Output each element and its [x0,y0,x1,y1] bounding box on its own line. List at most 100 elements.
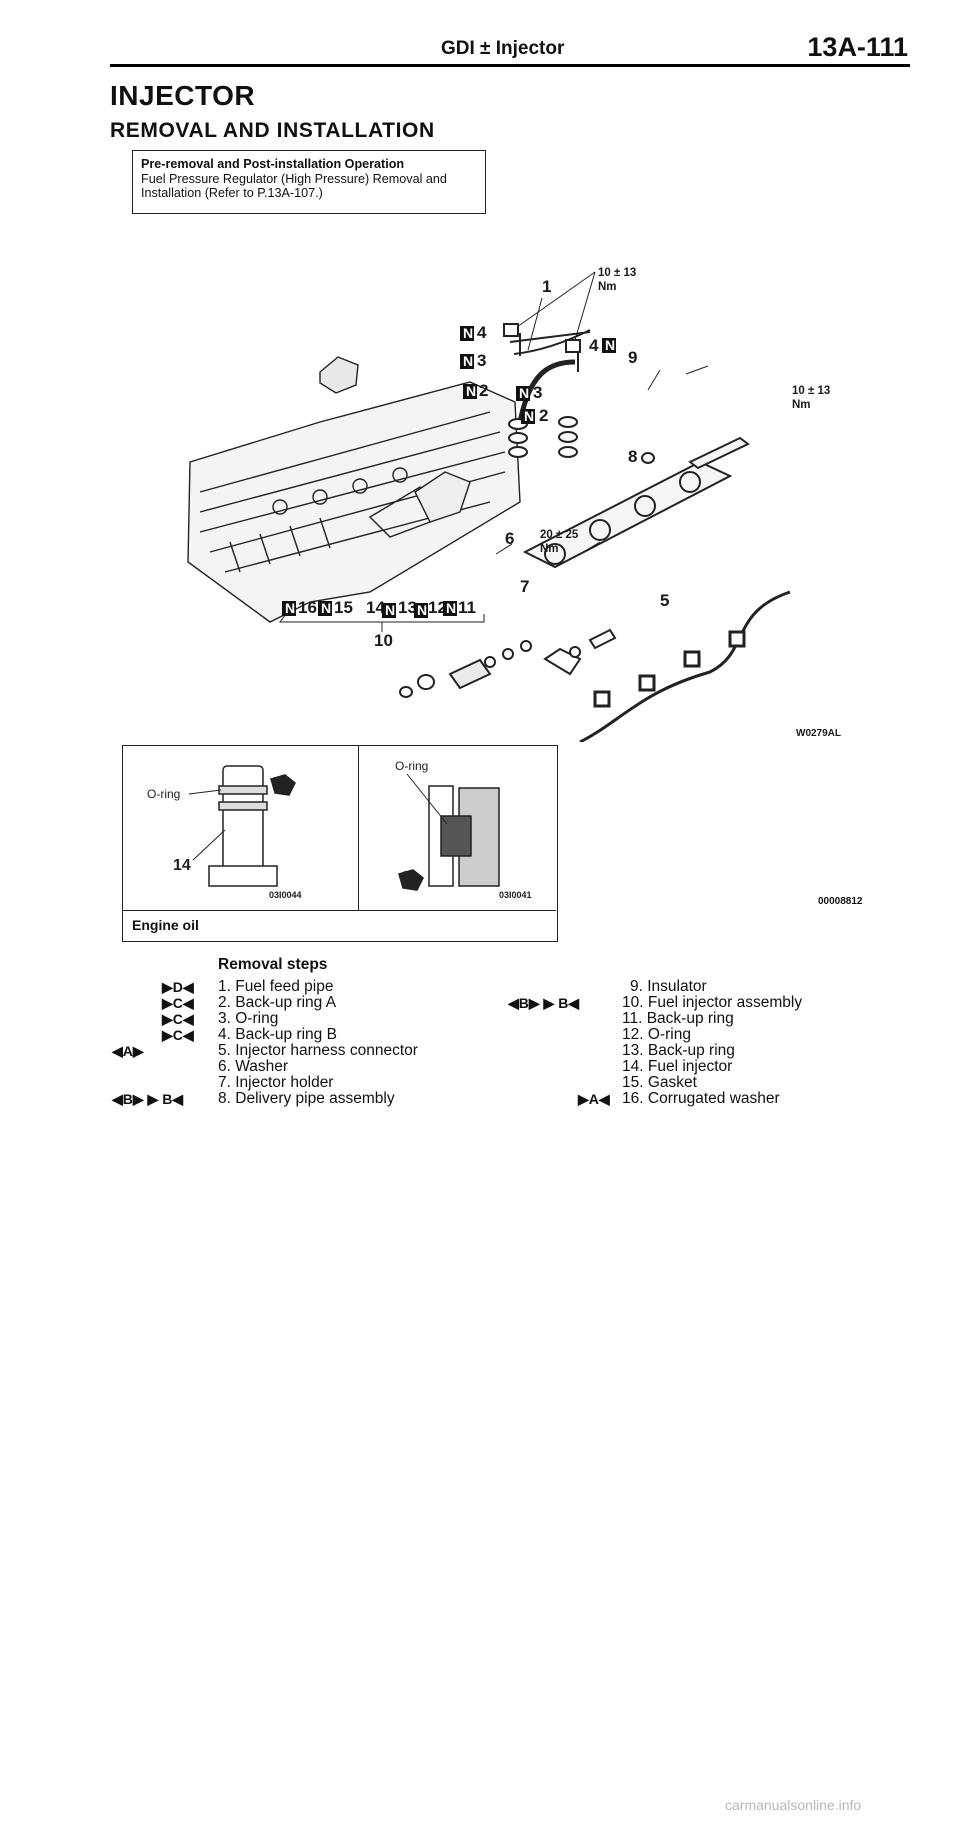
step-text: O-ring [235,1010,279,1027]
callout-12: 12 [428,598,447,617]
step-8-mark: ◀B▶ ▶ B◀ [112,1091,184,1107]
removal-steps-title: Removal steps [218,956,328,973]
header-rule [110,64,910,67]
step-3-mark: ▶C◀ [162,1011,194,1027]
inset-right-callout: 1 [401,869,410,886]
step-15: 15. Gasket [622,1075,697,1091]
inset-engine-oil-label: Engine oil [132,917,199,933]
inset-divider [358,745,359,910]
pre-removal-note-title: Pre-removal and Post-installation Operat… [141,157,405,171]
torque-spec-3-unit: Nm [540,543,559,555]
pre-removal-note-line-2: Installation (Refer to P.13A-107.) [141,186,323,200]
inset-right-pipe: O-ring 1 03I0041 [395,759,532,900]
step-6: 6. Washer [218,1059,288,1075]
step-number: 5. [218,1042,231,1059]
callout-3-right: 3 [533,383,542,402]
callout-1: 1 [542,277,551,296]
step-10: 10. Fuel injector assembly [622,995,802,1011]
callout-3-left: 3 [477,351,486,370]
callout-13: 13 [398,598,417,617]
inset-right-code: 03I0041 [499,890,532,900]
step-2-mark: ▶C◀ [162,995,194,1011]
step-11: 11. Back-up ring [622,1011,734,1027]
step-text: Injector holder [235,1074,334,1091]
n-marker-icon: N [519,385,529,401]
step-text: Back-up ring [646,1010,734,1027]
callout-5: 5 [660,591,669,610]
step-number: 1. [218,978,231,995]
step-text: Back-up ring A [235,994,337,1011]
step-13: 13. Back-up ring [622,1043,735,1059]
step-number: 11. [622,1010,643,1027]
callout-4-left: 4 [477,323,487,342]
figure-code: W0279AL [796,728,841,739]
step-text: O-ring [647,1026,691,1043]
step-text: Gasket [647,1074,697,1091]
step-5: 5. Injector harness connector [218,1043,418,1059]
callout-2-right: 2 [539,406,548,425]
step-text: Fuel injector assembly [647,994,803,1011]
callout-9: 9 [628,348,637,367]
injector-harness-drawing [579,590,791,742]
step-number: 16. [622,1090,644,1107]
step-number: 9. [630,978,643,995]
step-number: 14. [622,1058,644,1075]
callout-6: 6 [505,529,514,548]
figure-callouts: 1 4 3 2 4 3 2 9 8 6 7 5 16 15 14 13 12 1… [298,277,669,650]
callout-2-left: 2 [479,381,488,400]
n-marker-icon: N [524,408,534,424]
inset-left-injector: O-ring 14 03I0044 [147,765,302,900]
step-text: Washer [235,1058,289,1075]
n-marker-icon: N [385,602,395,618]
inset-footer-rule [122,910,556,911]
step-number: 3. [218,1010,231,1027]
step-text: Injector harness connector [235,1042,418,1059]
step-text: Back-up ring [647,1042,735,1059]
step-16: 16. Corrugated washer [622,1091,780,1107]
torque-spec-2-value: 10 ± 13 [792,385,830,397]
injector-assembly-drawing [399,628,617,698]
torque-spec-1-unit: Nm [598,281,617,293]
callout-11: 11 [458,598,476,617]
page-title: INJECTOR [110,80,256,111]
exploded-view-figure: 1 4 3 2 4 3 2 9 8 6 7 5 16 15 14 13 12 1… [187,267,841,742]
figure-reference-code: 00008812 [818,896,863,907]
step-number: 6. [218,1058,231,1075]
n-marker-icon: N [321,600,331,616]
step-number: 12. [622,1026,644,1043]
inset-left-callout: 14 [173,857,191,874]
n-marker-icon: N [417,602,427,618]
inset-left-code: 03I0044 [269,890,302,900]
step-7: 7. Injector holder [218,1075,333,1091]
callout-8: 8 [628,447,637,466]
step-4-mark: ▶C◀ [162,1027,194,1043]
n-marker-icon: N [463,353,473,369]
step-number: 13. [622,1042,644,1059]
callout-15: 15 [334,598,353,617]
step-number: 8. [218,1090,231,1107]
step-8: 8. Delivery pipe assembly [218,1091,395,1107]
header-section-title: GDI ± Injector [441,38,565,59]
step-4: 4. Back-up ring B [218,1027,337,1043]
step-9: 9. Insulator [630,979,707,995]
step-number: 2. [218,994,231,1011]
step-10-mark: ◀B▶ ▶ B◀ [508,995,580,1011]
n-marker-icon: N [466,383,476,399]
step-16-mark: ▶A◀ [578,1091,610,1107]
torque-spec-2-unit: Nm [792,399,811,411]
torque-spec-1-value: 10 ± 13 [598,267,636,279]
callout-4-right: 4 [589,336,599,355]
torque-spec-3-value: 20 ± 25 [540,529,579,541]
pre-removal-note-line-1: Fuel Pressure Regulator (High Pressure) … [141,171,447,186]
step-text: Insulator [647,978,707,995]
step-text: Back-up ring B [235,1026,337,1043]
callout-14: 14 [366,598,385,617]
callout-7: 7 [520,577,529,596]
step-text: Fuel injector [647,1058,733,1075]
engine-head-drawing [187,356,521,623]
n-marker-icon: N [446,600,456,616]
section-heading: REMOVAL AND INSTALLATION [110,119,435,142]
step-1-mark: ▶D◀ [162,979,194,995]
step-3: 3. O-ring [218,1011,278,1027]
step-text: Corrugated washer [647,1090,780,1107]
